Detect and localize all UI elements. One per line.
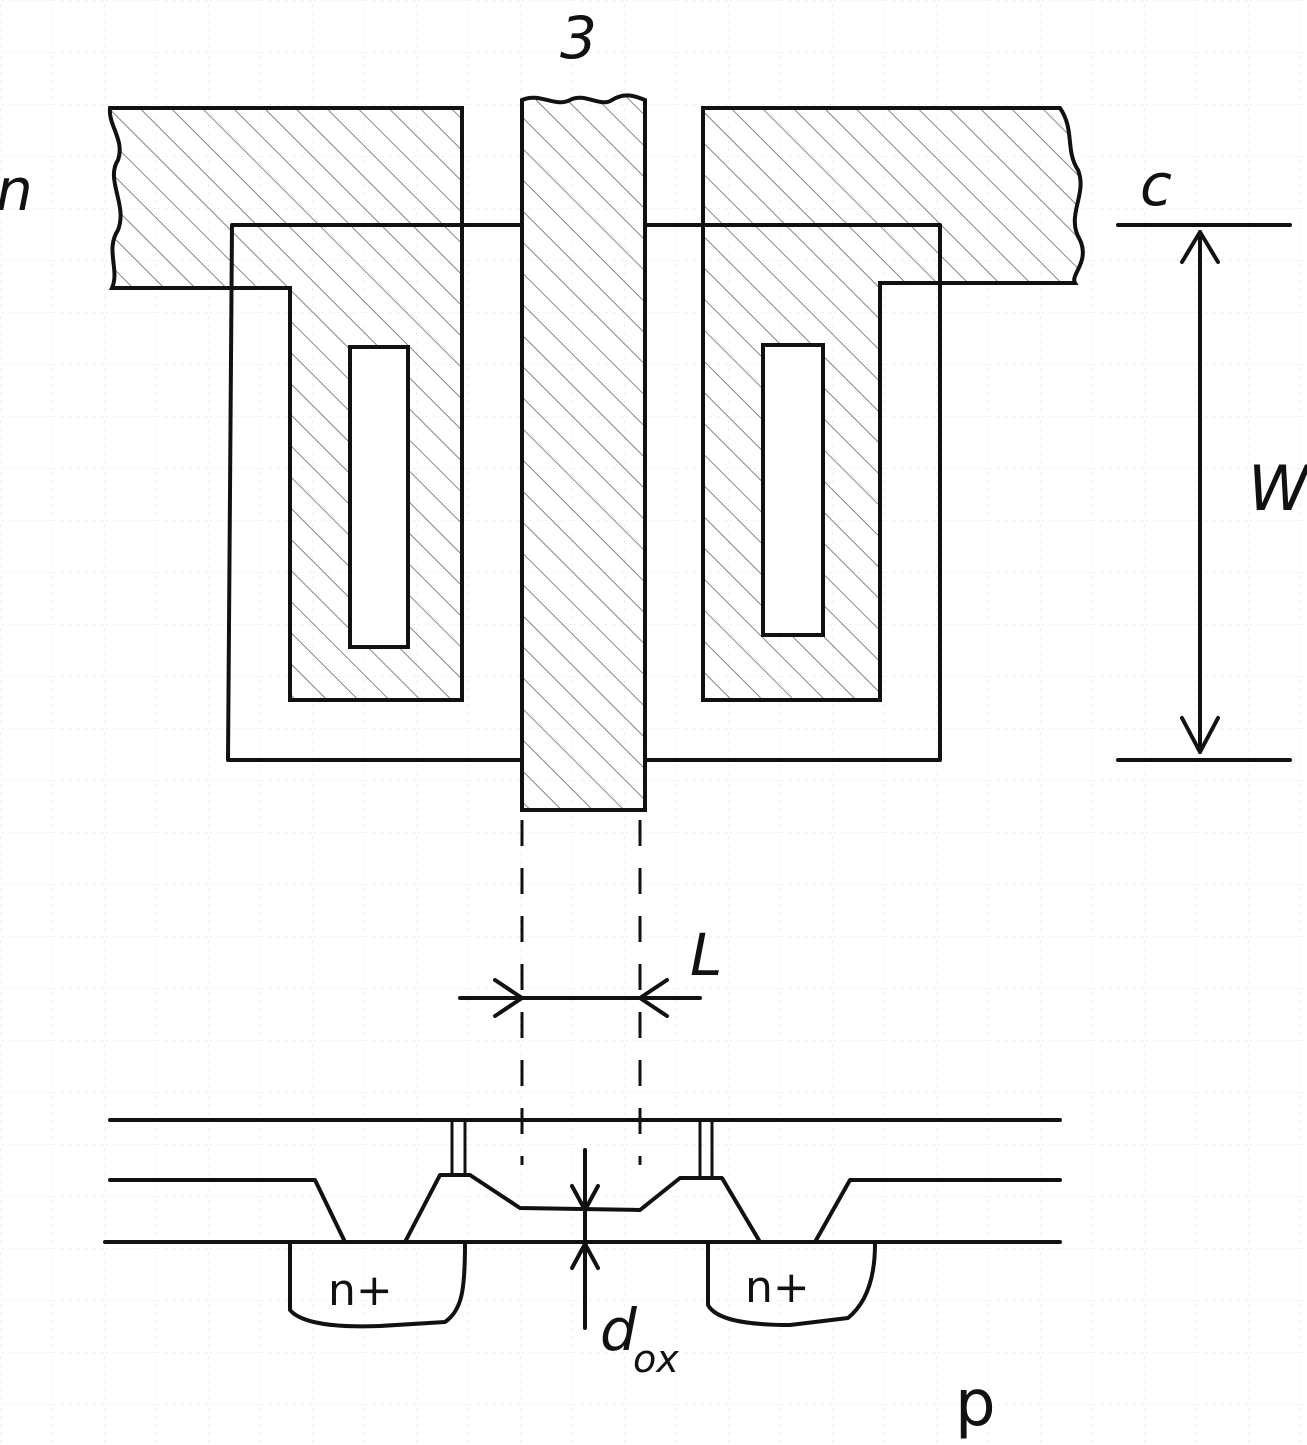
label-left-edge: n bbox=[0, 156, 33, 224]
cross-section-view: n+ n+ d ox p bbox=[103, 1118, 1062, 1441]
width-arrow-top bbox=[1180, 230, 1220, 264]
label-source-nplus: n+ bbox=[328, 1265, 393, 1316]
oxide-profile bbox=[108, 1173, 1062, 1244]
gate-strip bbox=[520, 93, 647, 812]
label-width-w: W bbox=[1248, 452, 1307, 525]
active-area-outline bbox=[226, 223, 942, 762]
label-oxide-d: d bbox=[600, 1296, 638, 1364]
label-gate-3: 3 bbox=[560, 4, 597, 72]
right-contact-window bbox=[761, 343, 825, 637]
label-drain-nplus: n+ bbox=[745, 1262, 810, 1313]
layout-top-view: n 3 c W bbox=[0, 4, 1307, 812]
label-substrate-p: p bbox=[955, 1367, 996, 1441]
source-diffusion bbox=[288, 1242, 467, 1329]
projection-lines bbox=[520, 820, 642, 1165]
label-length-l: L bbox=[690, 921, 722, 989]
width-arrow-bottom bbox=[1180, 716, 1220, 754]
length-dimension: L bbox=[458, 921, 722, 1018]
label-oxide-subscript: ox bbox=[633, 1337, 679, 1381]
label-contact-c: c bbox=[1140, 151, 1172, 219]
left-contact-window bbox=[348, 345, 410, 649]
drain-diffusion bbox=[706, 1242, 877, 1327]
